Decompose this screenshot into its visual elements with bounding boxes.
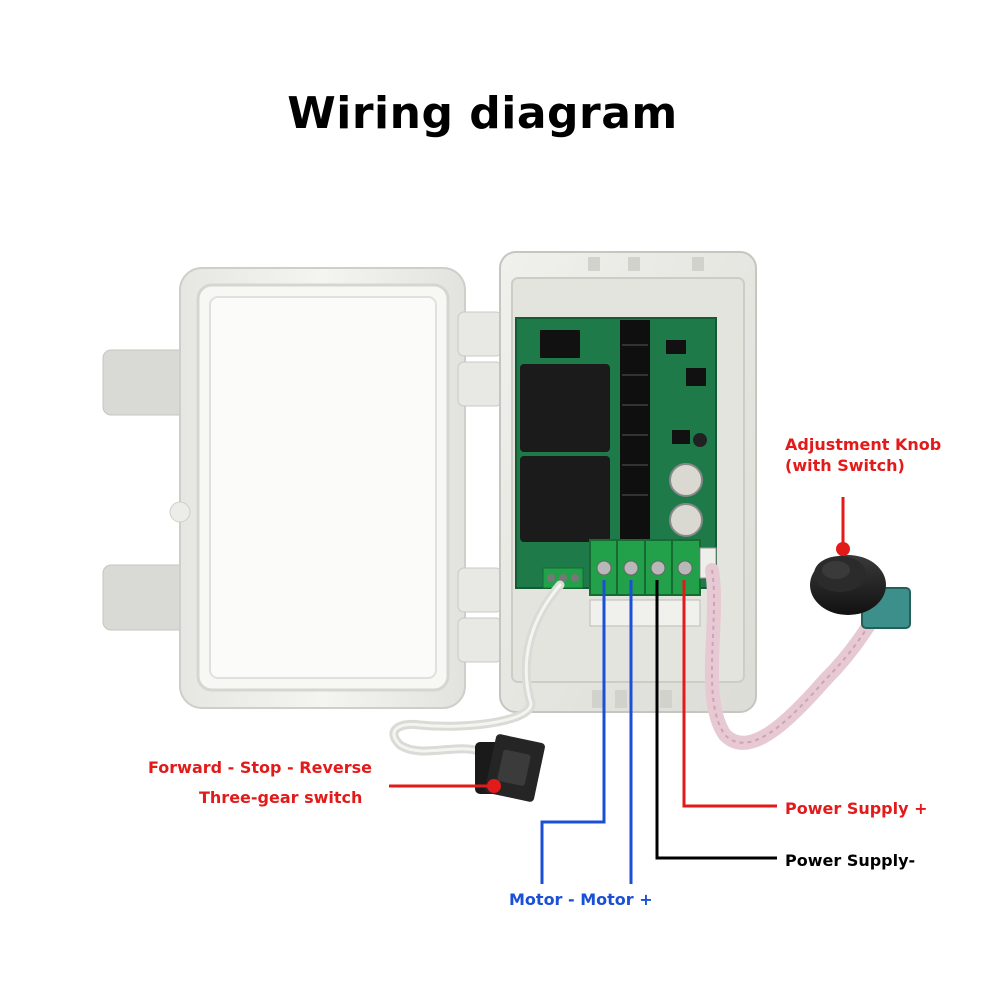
terminal-marking-plate [589, 599, 701, 627]
motor-label: Motor - Motor + [509, 890, 653, 909]
small-heatsink [540, 330, 580, 358]
relay-1 [520, 364, 610, 452]
adjustment-knob [810, 555, 911, 629]
diagram-title: Wiring diagram [287, 88, 678, 139]
capacitor-2 [669, 503, 703, 537]
motor-minus-wire [540, 580, 606, 884]
power-minus-wire [655, 580, 777, 860]
power-plus-wire [682, 580, 777, 808]
adjustment-knob-label: Adjustment Knob (with Switch) [785, 435, 942, 475]
power-supply-plus-label: Power Supply + [785, 799, 928, 818]
knob-callout-dot [836, 542, 850, 556]
switch-callout-dot [487, 779, 501, 793]
relay-2 [520, 456, 610, 542]
three-gear-switch [475, 734, 545, 802]
lid-clip-top [102, 349, 189, 416]
lid-clip-bottom [102, 564, 189, 631]
pcb-board [515, 317, 717, 596]
power-supply-minus-label: Power Supply- [785, 851, 916, 870]
three-gear-label-line1: Forward - Stop - Reverse [148, 758, 372, 777]
main-terminal-block [589, 539, 701, 596]
heatsink [620, 320, 650, 540]
enclosure-lid [102, 267, 466, 709]
capacitor-1 [669, 463, 703, 497]
three-gear-label-line2: Three-gear switch [199, 788, 363, 807]
